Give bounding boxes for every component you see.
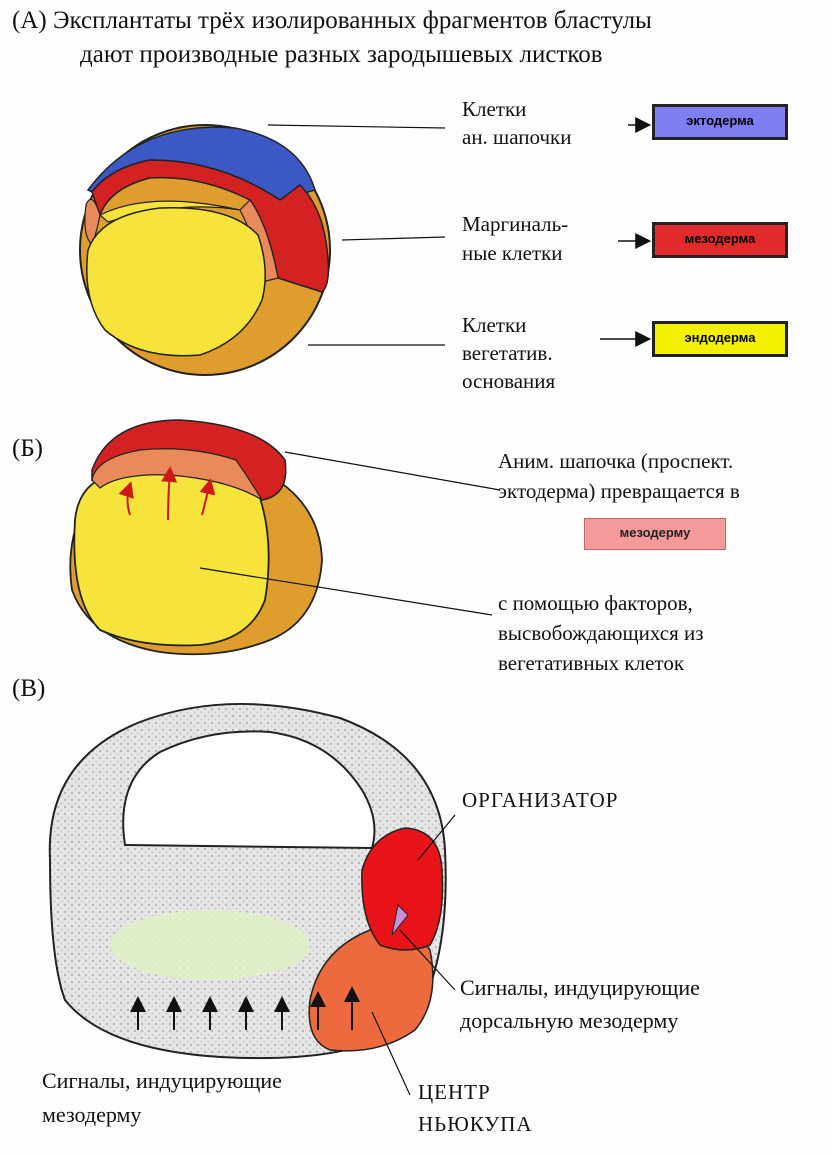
explant-shape: [70, 420, 322, 654]
label-meso-signals-1: Сигналы, индуцирующие: [42, 1068, 282, 1094]
label-cap-1: Клетки: [462, 96, 526, 122]
panel-b-text-2: эктодерма) превращается в: [498, 478, 740, 504]
box-ectoderm: эктодерма: [652, 104, 788, 140]
panel-b-text-3: с помощью факторов,: [498, 590, 693, 616]
label-cap-2: ан. шапочки: [462, 124, 571, 150]
label-marg-2: ные клетки: [462, 240, 563, 266]
label-marg-1: Маргиналь-: [462, 211, 568, 237]
box-endoderm: эндодерма: [652, 321, 788, 357]
panel-a-title-2: дают производные разных зародышевых лист…: [80, 40, 603, 70]
label-nieuwkoop-2: НЬЮКУПА: [418, 1112, 533, 1137]
panel-b-text-4: высвобождающихся из: [498, 620, 704, 646]
blastula-sphere: [80, 125, 330, 375]
panel-b-text-5: вегетативных клеток: [498, 650, 684, 676]
panel-b-letter: (Б): [12, 434, 43, 464]
gastrula-section: [50, 704, 446, 1058]
label-veg-1: Клетки: [462, 312, 526, 338]
box-mesoderm-b: мезодерму: [584, 518, 726, 550]
label-dorsal-signals-2: дорсальную мезодерму: [460, 1008, 678, 1034]
label-dorsal-signals-1: Сигналы, индуцирующие: [460, 975, 700, 1001]
panel-a-title-1: (А) Эксплантаты трёх изолированных фрагм…: [12, 6, 652, 36]
panel-b-text-1: Аним. шапочка (проспект.: [498, 448, 733, 474]
label-nieuwkoop-1: ЦЕНТР: [418, 1080, 491, 1105]
label-meso-signals-2: мезодерму: [42, 1102, 141, 1128]
label-organizer: ОРГАНИЗАТОР: [462, 788, 618, 813]
label-veg-2: вегетатив.: [462, 340, 553, 366]
box-mesoderm: мезодерма: [652, 222, 788, 258]
label-veg-3: основания: [462, 368, 555, 394]
panel-c-letter: (В): [12, 674, 45, 704]
